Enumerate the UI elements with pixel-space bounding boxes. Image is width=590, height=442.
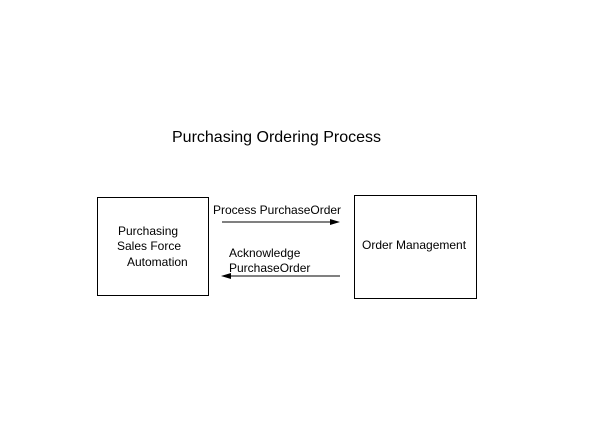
acknowledge-label-line1: Acknowledge	[229, 246, 301, 260]
purchasing-sfa-label-line2: Sales Force	[117, 239, 182, 253]
arrowhead-left-icon	[221, 273, 231, 279]
arrowhead-right-icon	[330, 219, 340, 225]
purchasing-sfa-label-line3: Automation	[127, 255, 188, 269]
process-purchaseorder-label: Process PurchaseOrder	[213, 203, 342, 217]
process-purchaseorder-arrow	[222, 219, 340, 225]
order-management-label: Order Management	[362, 238, 467, 252]
acknowledge-label-line2: PurchaseOrder	[229, 261, 311, 275]
acknowledge-purchaseorder-arrow	[221, 273, 340, 279]
purchasing-sfa-box	[97, 197, 209, 296]
order-management-box	[354, 195, 477, 299]
purchasing-sfa-label-line1: Purchasing	[118, 224, 179, 238]
diagram-title: Purchasing Ordering Process	[172, 129, 381, 146]
